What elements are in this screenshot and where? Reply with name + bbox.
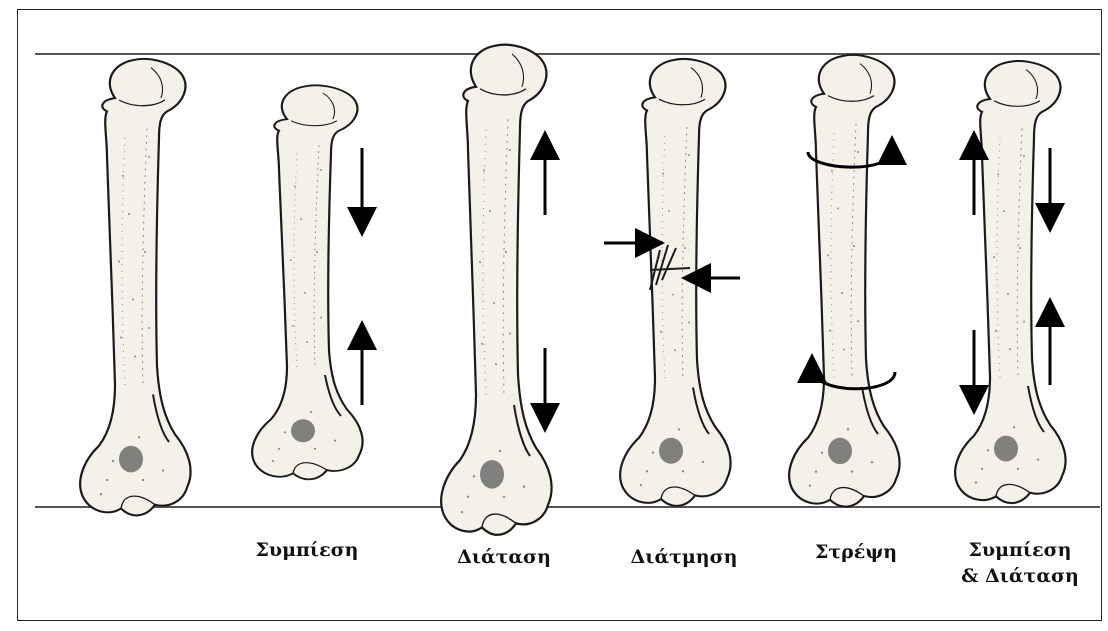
- bone-combined: [955, 61, 1065, 503]
- bone-torsion: [789, 55, 899, 507]
- bone-compression: [252, 85, 362, 479]
- label-shear: Διάτμηση: [614, 545, 754, 569]
- bone-shear: [604, 59, 740, 506]
- label-combined-line1: Συμπίεση: [950, 538, 1090, 562]
- label-combined-line2: & Διάταση: [950, 564, 1090, 588]
- label-compression: Συμπίεση: [237, 538, 377, 562]
- label-torsion: Στρέψη: [786, 540, 926, 564]
- bone-tension: [441, 45, 551, 535]
- label-tension: Διάταση: [434, 545, 574, 569]
- bone-unloaded: [80, 59, 190, 515]
